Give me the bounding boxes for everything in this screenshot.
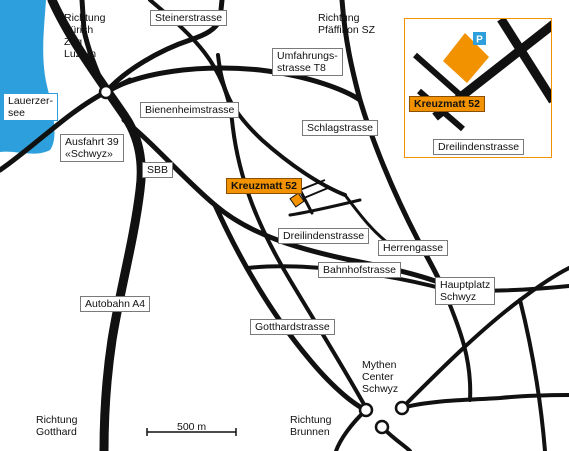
label-ausfahrt: Ausfahrt 39 «Schwyz» bbox=[60, 134, 124, 162]
road-umfahrung bbox=[103, 65, 363, 103]
label-sbb: SBB bbox=[142, 162, 174, 178]
scale-label: 500 m bbox=[177, 421, 207, 433]
label-mythen-center: Mythen Center Schwyz bbox=[362, 359, 399, 395]
lake-lauerzersee bbox=[0, 0, 55, 154]
scale-bar bbox=[146, 428, 237, 436]
inset-roads: P bbox=[413, 19, 551, 132]
road-centre bbox=[121, 117, 451, 289]
road-mythen-east bbox=[400, 393, 569, 410]
label-lauerzersee: Lauerzer- see bbox=[3, 93, 58, 121]
inset-kreuzmatt-building bbox=[443, 33, 489, 83]
road-bienenheim bbox=[216, 53, 347, 197]
roundabout-mythen-3 bbox=[394, 400, 410, 416]
label-bahnhofstrasse: Bahnhofstrasse bbox=[318, 262, 401, 278]
label-richtung-gotthard: Richtung Gotthard bbox=[36, 414, 78, 438]
inset-parking-sign bbox=[473, 32, 486, 45]
label-schlagstrasse: Schlagstrasse bbox=[302, 120, 378, 136]
label-steinerstrasse: Steinerstrasse bbox=[150, 10, 228, 26]
inset-map: P Kreuzmatt 52 Dreilindenstrasse bbox=[404, 18, 552, 158]
label-autobahn: Autobahn A4 bbox=[80, 296, 151, 312]
road-dreilinden bbox=[288, 198, 362, 217]
roundabout-ausfahrt bbox=[98, 84, 114, 100]
inset-road-spur bbox=[413, 52, 469, 104]
inset-road-main bbox=[497, 19, 551, 104]
road-t8 bbox=[339, 0, 363, 103]
roundabout-mythen-2 bbox=[374, 419, 390, 435]
inset-label-kreuzmatt: Kreuzmatt 52 bbox=[409, 96, 485, 112]
label-bienenheimstrasse: Bienenheimstrasse bbox=[140, 102, 240, 118]
kreuzmatt-access bbox=[299, 179, 329, 199]
label-richtung-pfaffikon: Richtung Pfäffikon SZ bbox=[318, 12, 376, 36]
inset-label-dreilindenstrasse: Dreilindenstrasse bbox=[433, 139, 525, 155]
label-herrengasse: Herrengasse bbox=[378, 240, 449, 256]
label-kreuzmatt: Kreuzmatt 52 bbox=[226, 178, 302, 194]
road-east-south bbox=[518, 298, 547, 451]
road-mythen-northeast bbox=[400, 266, 569, 410]
road-gotthardstrasse bbox=[212, 202, 369, 413]
road-zurich bbox=[79, 0, 109, 95]
road-steinerstrasse bbox=[103, 0, 225, 95]
roundabout-mythen-1 bbox=[358, 402, 374, 418]
railway-sbb bbox=[148, 0, 368, 410]
road-dreilinden-spur bbox=[298, 188, 314, 215]
label-dreilindenstrasse: Dreilindenstrasse bbox=[278, 228, 370, 244]
road-brunnen bbox=[334, 408, 368, 451]
kreuzmatt-marker bbox=[289, 192, 305, 208]
label-hauptplatz: Hauptplatz Schwyz bbox=[435, 277, 496, 305]
label-umfahrungsstrasse: Umfahrungs- strasse T8 bbox=[272, 48, 343, 76]
label-gotthardstrasse: Gotthardstrasse bbox=[250, 319, 335, 335]
inset-parking-letter: P bbox=[476, 35, 483, 46]
label-richtung-zurich: Richtung Zürich Zug Luzern bbox=[64, 12, 106, 60]
label-richtung-brunnen: Richtung Brunnen bbox=[290, 414, 332, 438]
